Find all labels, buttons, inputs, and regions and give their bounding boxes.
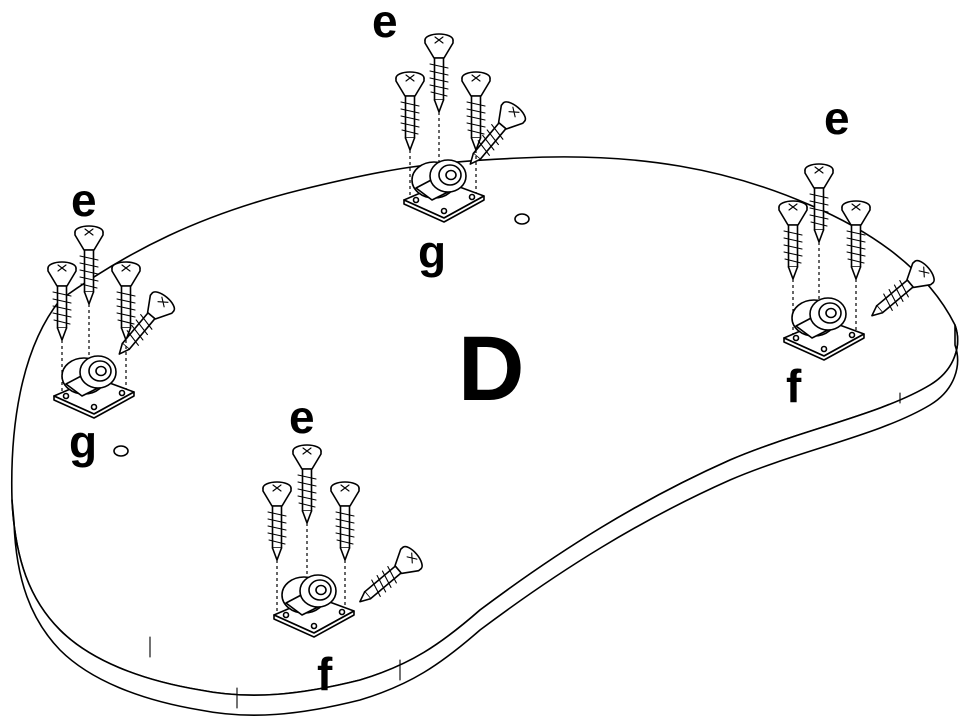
fitting-group-top (395, 33, 530, 223)
screw-top-1 (424, 33, 454, 113)
screw-label-right: e (824, 92, 850, 144)
desk-panel (10, 156, 959, 716)
screw-top-2 (395, 71, 425, 151)
screw-label-top: e (372, 0, 398, 47)
fitting-label-bottom: f (317, 648, 333, 700)
screw-label-left: e (71, 174, 97, 226)
fitting-label-top: g (418, 226, 446, 278)
fitting-label-right: f (786, 360, 802, 412)
panel-label: D (458, 318, 524, 420)
screw-label-bottom: e (289, 391, 315, 443)
fitting-label-left: g (69, 416, 97, 468)
fitting-group-bottom (262, 444, 430, 638)
